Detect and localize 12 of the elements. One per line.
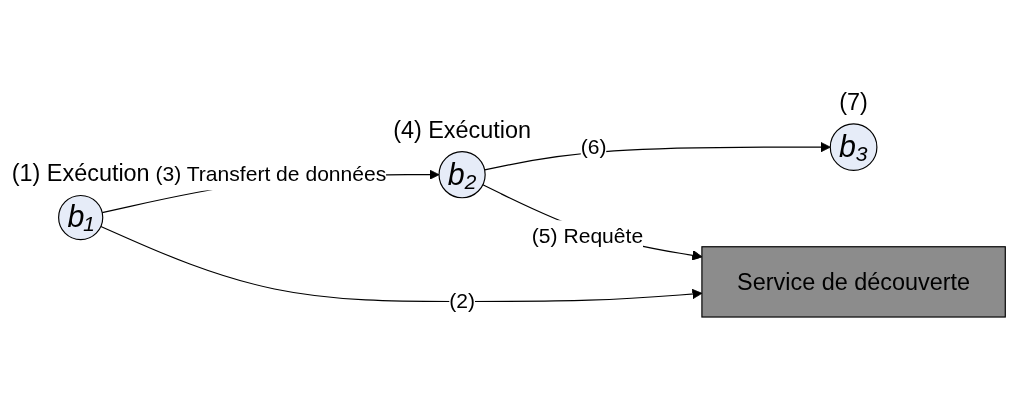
- edge-label: (2): [449, 289, 475, 314]
- node-circle: b₁: [58, 195, 104, 241]
- node-caption: (4) Exécution: [393, 117, 532, 144]
- node-box: Service de découverte: [701, 246, 1006, 319]
- node-circle: b₃: [829, 123, 878, 172]
- node-caption: (1) Exécution: [11, 160, 150, 187]
- arrow: [484, 142, 831, 171]
- edge-label: (5) Requête: [531, 224, 644, 248]
- node-circle: b₂: [438, 151, 486, 199]
- edge-label: (6): [580, 135, 607, 159]
- edge-label: (3) Transfert de données: [155, 162, 387, 187]
- node-caption: (7): [839, 89, 868, 116]
